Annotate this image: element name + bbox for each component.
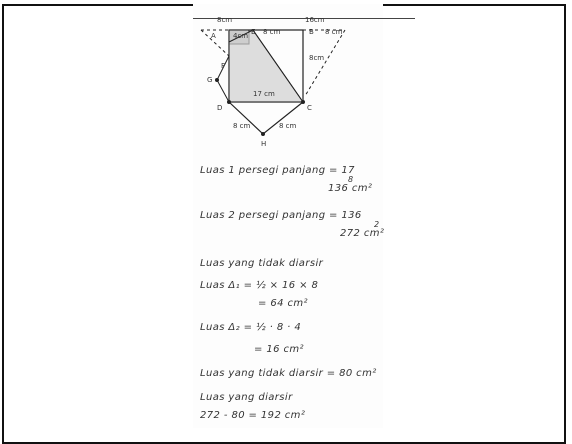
work-line-2c: 272 cm²	[340, 228, 385, 239]
top-dim-16cm: 16cm	[305, 16, 325, 24]
label-D: D	[217, 104, 222, 112]
work-line-5a: Luas Δ₂ = ½ · 8 · 4	[200, 322, 302, 333]
label-8cm-top: 8 cm	[263, 28, 281, 36]
dashed-right-line	[304, 29, 346, 97]
work-line-2b: 2	[374, 220, 380, 229]
label-A: A	[211, 32, 216, 40]
top-rule	[193, 18, 415, 19]
work-line-8: 272 - 80 = 192 cm²	[200, 410, 306, 421]
work-line-6: Luas yang tidak diarsir = 80 cm²	[200, 368, 377, 379]
worksheet	[193, 4, 383, 428]
work-line-1: Luas 1 persegi panjang = 17	[200, 165, 355, 176]
label-4cm: 4cm	[233, 32, 248, 40]
work-line-5b: = 16 cm²	[254, 344, 304, 355]
label-F: F	[221, 62, 225, 70]
work-line-1b: 8	[348, 175, 354, 184]
work-line-3: Luas yang tidak diarsir	[200, 258, 324, 269]
label-B: B	[309, 28, 314, 36]
diagonal-line	[252, 29, 304, 103]
work-line-4a: Luas Δ₁ = ½ × 16 × 8	[200, 280, 319, 291]
label-8cm-right: 8 cm	[325, 28, 343, 36]
label-8cm-side: 8cm	[309, 54, 324, 62]
label-E: E	[251, 28, 255, 36]
geometry-diagram: 8cm 16cm A 4cm E 8 cm B 8 cm 8cm G F 17 …	[200, 16, 346, 148]
work-line-7: Luas yang diarsir	[200, 392, 293, 403]
work-line-1c: 136 cm²	[328, 183, 373, 194]
label-H: H	[261, 140, 266, 148]
label-C: C	[307, 104, 312, 112]
label-8cm-dh: 8 cm	[233, 122, 251, 130]
work-line-4b: = 64 cm²	[258, 298, 308, 309]
work-line-2: Luas 2 persegi panjang = 136	[200, 210, 362, 221]
label-G: G	[207, 76, 212, 84]
label-17cm: 17 cm	[253, 90, 275, 98]
label-8cm-hc: 8 cm	[279, 122, 297, 130]
dashed-left-line	[200, 29, 230, 57]
top-dim-8cm: 8cm	[217, 16, 232, 24]
